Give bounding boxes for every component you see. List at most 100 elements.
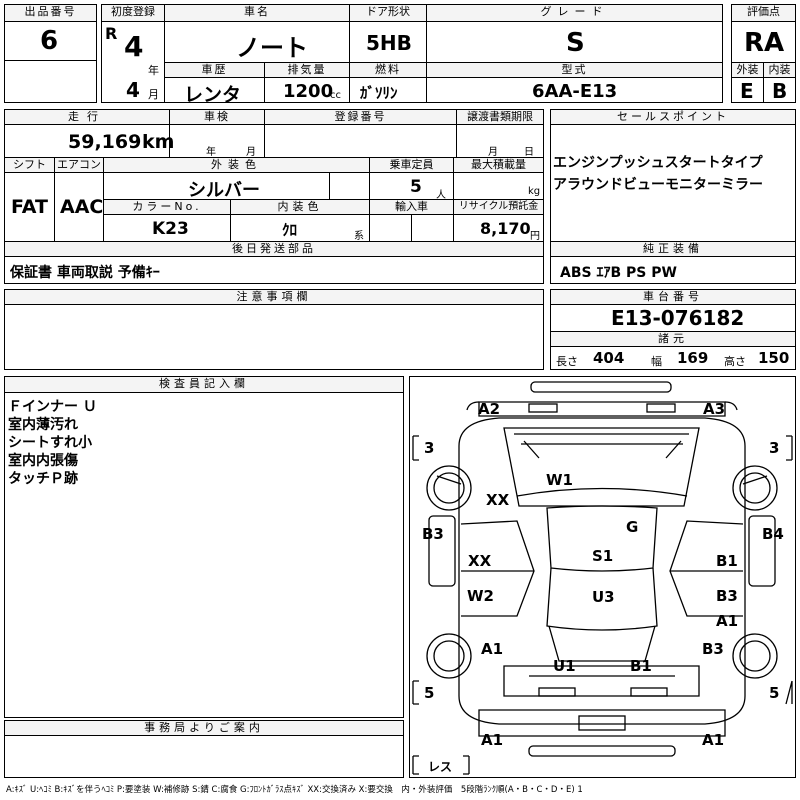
width-label: 幅 — [651, 355, 662, 368]
max-load-label: 最大積載量 — [453, 157, 544, 173]
inspector-box — [4, 392, 404, 718]
displacement: 1200 — [283, 81, 334, 102]
inspector-line-5: タッチＰ跡 — [8, 471, 78, 487]
mileage: 59,169 — [68, 131, 142, 153]
history: レンタ — [184, 84, 242, 106]
chassis-label: 車台番号 — [550, 289, 796, 305]
door: 5HB — [366, 31, 412, 55]
insp-month-unit: 月 — [246, 147, 256, 158]
lot-no-lower — [4, 60, 97, 103]
mark-n5-right: 5 — [769, 684, 780, 702]
era: R — [105, 24, 118, 43]
sales-point-2: アラウンドビューモニターミラー — [553, 177, 763, 193]
car-name: ノート — [236, 34, 308, 62]
int-color-unit: 系 — [354, 231, 364, 242]
reg-no-label: 登録番号 — [264, 109, 457, 125]
score: RA — [744, 28, 785, 58]
mark-b3-left: B3 — [422, 525, 444, 543]
import-box-right — [411, 214, 454, 242]
length: 404 — [593, 349, 625, 367]
mark-s1: S1 — [592, 547, 614, 565]
office-box — [4, 735, 404, 778]
mark-u1: U1 — [553, 657, 576, 675]
capacity: 5 — [410, 177, 422, 197]
notes-label: 注意事項欄 — [4, 289, 544, 305]
mark-b1-bottom: B1 — [630, 657, 652, 675]
transfer-label: 譲渡書類期限 — [456, 109, 544, 125]
ac: AAC — [60, 196, 104, 218]
int-color-box — [230, 214, 370, 242]
height-label: 高さ — [724, 355, 746, 368]
transfer-month-unit: 月 — [488, 147, 498, 158]
insp-year-unit: 年 — [206, 147, 216, 158]
inspector-line-1: Ｆインナー Ｕ — [8, 399, 97, 415]
score-label: 評価点 — [731, 4, 796, 22]
ac-label: エアコン — [54, 157, 104, 173]
mark-rest: レス — [428, 760, 453, 774]
fuel-label: 燃料 — [349, 62, 427, 78]
sales-point-1: エンジンプッシュスタートタイプ — [553, 155, 763, 171]
inspector-line-3: シートすれ小 — [8, 435, 92, 451]
exterior-grade: E — [740, 79, 754, 103]
mark-n3-left: 3 — [424, 439, 435, 457]
transfer-day-unit: 日 — [524, 147, 534, 158]
diagram-box — [409, 376, 796, 778]
mark-a1-left: A1 — [481, 640, 504, 658]
mark-a1-rear-right: A1 — [702, 731, 725, 749]
color-no: K23 — [152, 219, 189, 239]
mark-n3-right: 3 — [769, 439, 780, 457]
shift: FAT — [11, 196, 48, 218]
mark-n5-left: 5 — [424, 684, 435, 702]
mark-w2: W2 — [467, 587, 494, 605]
inspector-line-4: 室内内張傷 — [8, 453, 78, 469]
lot-no: 6 — [40, 26, 59, 56]
later-parts-box — [4, 256, 544, 284]
genuine-label: 純正装備 — [550, 241, 796, 257]
reg-month: 4 — [126, 78, 140, 102]
mark-w1: W1 — [546, 471, 573, 489]
length-label: 長さ — [556, 355, 578, 368]
height: 150 — [758, 349, 790, 367]
genuine: ABS ｴｱB PS PW — [560, 265, 677, 281]
reg-month-unit: 月 — [148, 88, 159, 101]
later-parts: 保証書 車両取説 予備ｷｰ — [10, 265, 160, 281]
mark-xx-door: XX — [468, 552, 492, 570]
recycle: 8,170 — [480, 219, 531, 238]
capacity-unit: 人 — [436, 190, 446, 201]
recycle-unit: 円 — [530, 231, 540, 242]
reg-no-box — [264, 124, 457, 158]
mark-b4-right: B4 — [762, 525, 784, 543]
inspector-label: 検査員記入欄 — [4, 376, 404, 393]
exterior-label: 外装 — [731, 62, 764, 78]
model-label: 型式 — [426, 62, 723, 78]
car-diagram — [412, 381, 793, 775]
car-name-label: 車名 — [164, 4, 350, 22]
reg-year: 4 — [124, 30, 144, 63]
mileage-label: 走行 — [4, 109, 170, 125]
int-color: ｸﾛ — [282, 221, 298, 239]
color: シルバー — [188, 180, 260, 201]
legend: A:ｷｽﾞ U:ﾍｺﾐ B:ｷｽﾞを伴うﾍｺﾐ P:要塗装 W:補修跡 S:錆 … — [6, 785, 583, 795]
import-label: 輸入車 — [369, 199, 454, 215]
color-no-label: カラーNo. — [103, 199, 231, 215]
sales-points-label: セールスポイント — [550, 109, 796, 125]
spec-box — [550, 346, 796, 370]
office-label: 事務局よりご案内 — [4, 720, 404, 736]
mark-a2-top: A2 — [478, 400, 501, 418]
color-label: 外装色 — [103, 157, 370, 173]
import-box-left — [369, 214, 412, 242]
color-box-side — [329, 172, 370, 200]
shift-label: シフト — [4, 157, 55, 173]
interior-grade: B — [772, 79, 788, 103]
max-load-unit: kg — [528, 186, 541, 197]
grade: S — [566, 28, 585, 58]
mark-a1-rear-left: A1 — [481, 731, 504, 749]
model: 6AA-E13 — [532, 81, 618, 102]
mileage-unit: km — [142, 131, 175, 153]
displacement-unit: cc — [330, 90, 341, 101]
mark-u3: U3 — [592, 588, 615, 606]
mark-a1-door: A1 — [716, 612, 739, 630]
reg-year-unit: 年 — [148, 64, 159, 77]
spec-label: 諸元 — [550, 331, 796, 347]
fuel: ｶﾞｿﾘﾝ — [360, 84, 398, 102]
